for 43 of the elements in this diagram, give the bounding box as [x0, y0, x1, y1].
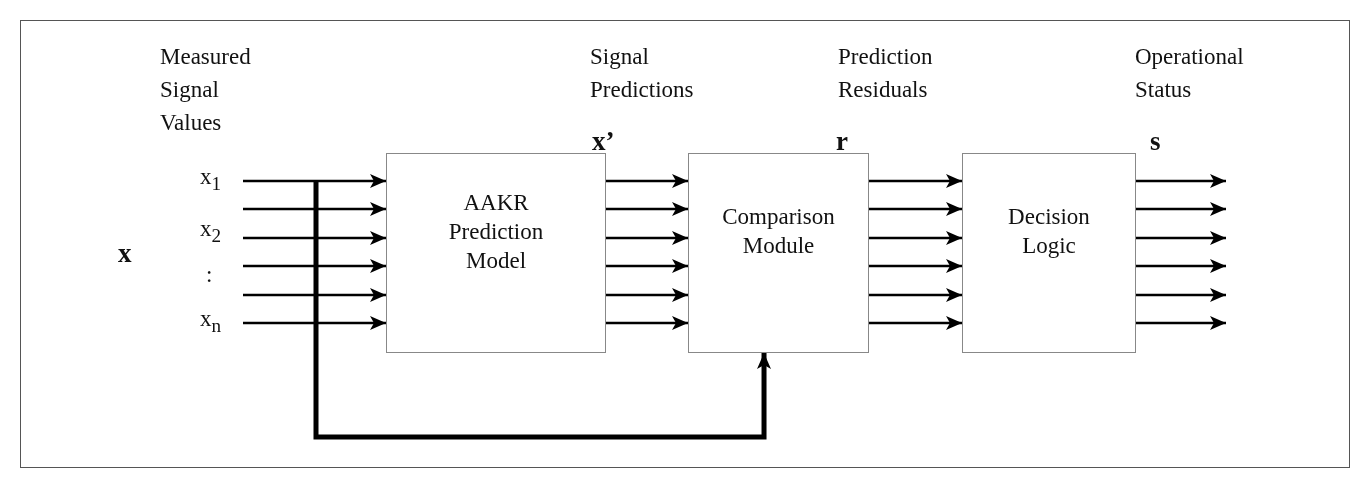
arrow: [1136, 174, 1226, 188]
box-label: Decision Logic: [1007, 203, 1091, 260]
arrow: [243, 174, 386, 188]
arrow: [869, 174, 962, 188]
arrow: [243, 202, 386, 216]
signal-group-label: Measured Signal Values: [160, 43, 252, 137]
arrow: [1136, 316, 1226, 330]
arrow: [606, 288, 688, 302]
vector-symbol: x: [118, 237, 132, 270]
signal-group-label: Prediction Residuals: [838, 43, 934, 104]
arrow: [606, 174, 688, 188]
arrow: [869, 202, 962, 216]
vector-symbol: s: [1150, 125, 1161, 158]
arrow: [1136, 231, 1226, 245]
box-label: AAKR Prediction Model: [447, 188, 545, 275]
arrow: [869, 259, 962, 273]
arrow: [869, 316, 962, 330]
arrow: [1136, 259, 1226, 273]
arrow: [243, 288, 386, 302]
arrow: [243, 231, 386, 245]
vector-symbol: r: [836, 125, 848, 158]
arrow: [1136, 202, 1226, 216]
arrow: [869, 288, 962, 302]
arrow: [313, 181, 771, 440]
arrow: [606, 316, 688, 330]
arrow: [243, 316, 386, 330]
signal-name: x$_{n}$: [200, 305, 222, 338]
arrow: [606, 231, 688, 245]
process-box: [688, 153, 869, 353]
vector-symbol: x’: [592, 125, 615, 158]
signal-name: x$_{1}$: [200, 163, 222, 196]
arrow: [606, 259, 688, 273]
ellipsis: :: [206, 261, 213, 289]
process-box: [386, 153, 606, 353]
signal-group-label: Signal Predictions: [590, 43, 695, 104]
arrow: [243, 259, 386, 273]
arrow: [606, 202, 688, 216]
signal-group-label: Operational Status: [1135, 43, 1245, 104]
box-label: Comparison Module: [721, 203, 836, 260]
process-box: [962, 153, 1136, 353]
arrow: [869, 231, 962, 245]
signal-name: x$_{2}$: [200, 215, 222, 248]
arrow: [1136, 288, 1226, 302]
